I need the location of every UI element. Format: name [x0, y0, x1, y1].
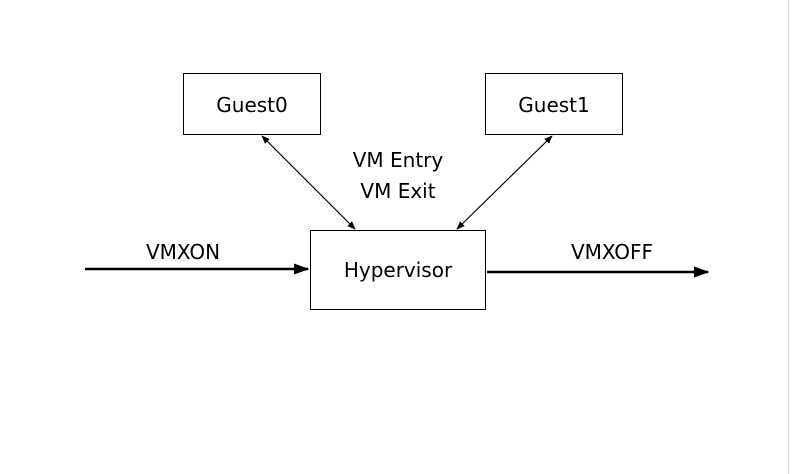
guest0-node: Guest0 — [183, 73, 321, 135]
guest0-label: Guest0 — [216, 93, 287, 117]
page-right-border — [788, 0, 789, 474]
vmxon-label: VMXON — [146, 240, 220, 264]
guest0-box — [183, 73, 321, 135]
guest1-hypervisor-arrow — [456, 135, 553, 230]
hypervisor-box — [310, 230, 486, 310]
guest1-node: Guest1 — [485, 73, 623, 135]
guest1-box — [485, 73, 623, 135]
guest0-hypervisor-arrow — [261, 135, 356, 230]
guest1-label: Guest1 — [518, 93, 589, 117]
vmxoff-label: VMXOFF — [571, 240, 653, 264]
hypervisor-node: Hypervisor — [310, 230, 486, 310]
vm-exit-label: VM Exit — [360, 179, 435, 203]
hypervisor-label: Hypervisor — [344, 258, 453, 282]
vm-entry-label: VM Entry — [353, 148, 444, 172]
